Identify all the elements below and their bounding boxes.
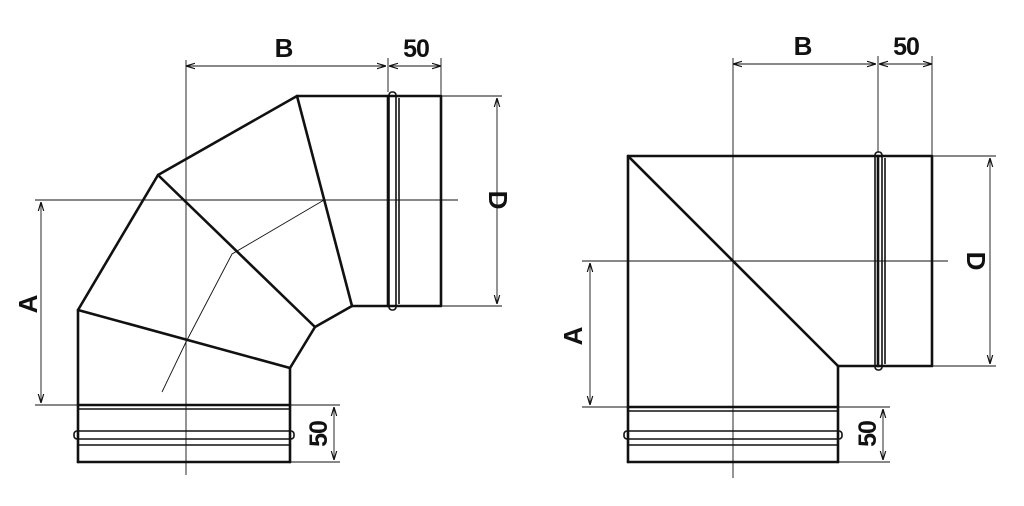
label-bottom-50: 50 — [305, 421, 333, 447]
elbow-seam-1 — [76, 308, 292, 370]
segmented-elbow-drawing: B 50 D A 50 — [13, 33, 513, 475]
label-top-50-right: 50 — [893, 33, 919, 61]
top-sleeve — [386, 91, 443, 311]
label-d: D — [483, 191, 513, 210]
segmented-elbow-outline — [76, 94, 390, 407]
bottom-sleeve — [73, 403, 295, 464]
label-b: B — [275, 33, 294, 63]
label-b-right: B — [794, 31, 813, 61]
elbow-seam-3 — [295, 94, 354, 308]
elbow-arc-extension — [161, 341, 187, 393]
label-top-50: 50 — [403, 35, 429, 63]
mitred-elbow-drawing: B 50 D A 50 — [558, 31, 996, 478]
label-bottom-50-right: 50 — [854, 421, 882, 447]
label-a: A — [13, 294, 43, 313]
label-d-right: D — [961, 252, 991, 271]
elbow-arc-centerline — [185, 199, 325, 343]
label-a-right: A — [558, 326, 588, 345]
